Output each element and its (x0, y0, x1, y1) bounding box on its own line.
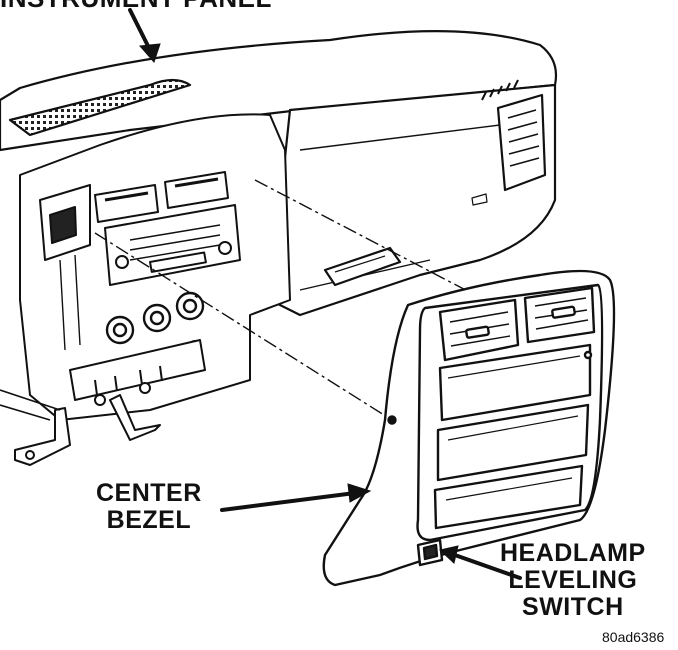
headlamp-leveling-switch (416, 538, 444, 567)
bezel-lower-opening (433, 464, 584, 530)
alignment-lines (94, 179, 591, 421)
dash-top-surface (0, 30, 558, 152)
bezel-control-opening (436, 403, 590, 482)
center-bezel (322, 269, 616, 587)
leader-arrows (128, 8, 522, 580)
defroster-grille (8, 78, 192, 137)
radio (104, 204, 241, 286)
center-stack-opening (0, 113, 291, 466)
mounting-bracket (14, 394, 161, 466)
dash-front-face (268, 83, 557, 317)
headlamp-leveling-switch-label: HEADLAMP LEVELING SWITCH (500, 539, 646, 621)
instrument-panel (0, 30, 558, 317)
center-bezel-label: CENTER BEZEL (96, 479, 202, 534)
right-air-vent (481, 79, 547, 192)
bezel-air-vents (438, 286, 596, 362)
bezel-radio-opening (438, 343, 592, 422)
instrument-panel-label: INSTRUMENT PANEL (0, 0, 272, 12)
figure-id: 80ad6386 (602, 629, 665, 645)
hvac-knobs (105, 291, 205, 345)
